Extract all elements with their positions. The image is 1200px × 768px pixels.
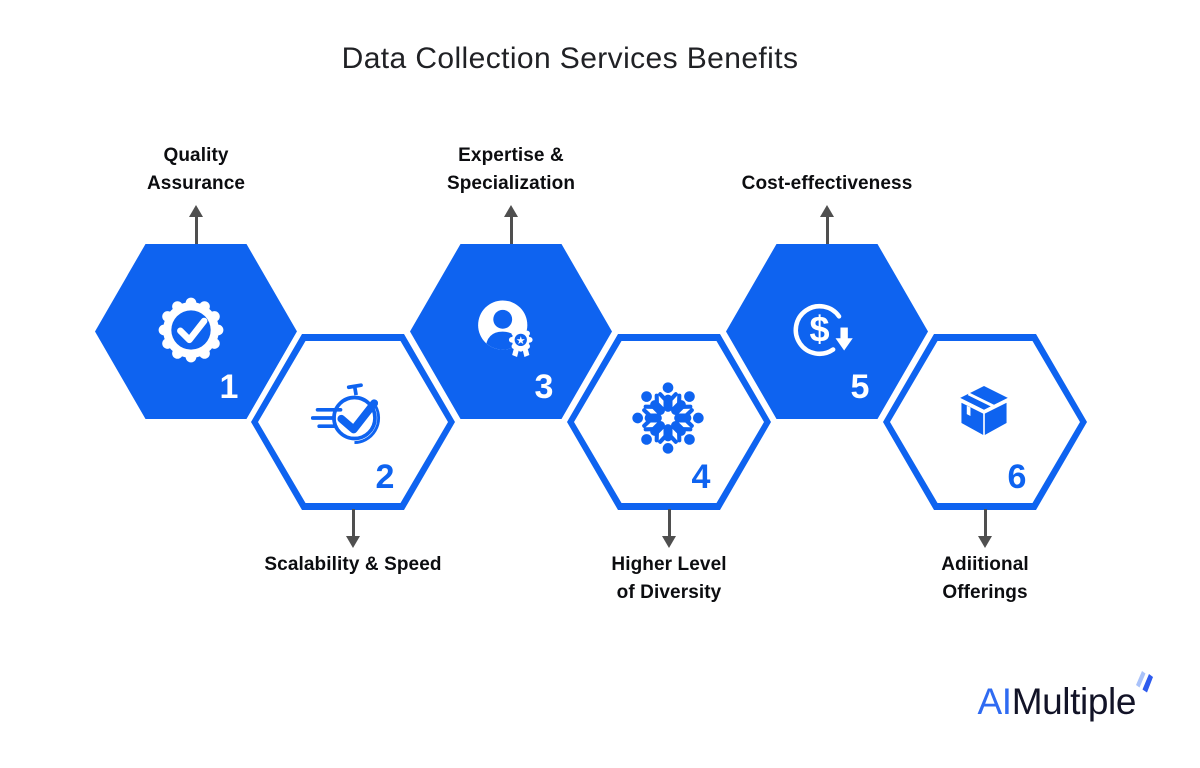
infographic-title: Data Collection Services Benefits xyxy=(341,42,799,75)
dollar-cycle-icon: $ xyxy=(781,289,863,371)
benefit-group-quality-assurance: Quality Assurance xyxy=(86,0,306,660)
logo-text-multiple: Multiple xyxy=(1011,681,1137,722)
benefit-label: Cost-effectiveness xyxy=(741,173,913,194)
quality-badge-icon xyxy=(150,289,232,371)
benefit-label: Adiitional Offerings xyxy=(941,554,1029,603)
aimultiple-logo: AIMultiple xyxy=(977,671,1153,723)
benefit-group-cost-effectiveness: Cost-effectiveness $ 5 xyxy=(717,0,937,660)
step-number: 5 xyxy=(850,368,870,406)
step-number: 1 xyxy=(219,368,239,406)
up-arrow-icon xyxy=(504,205,518,244)
step-number: 4 xyxy=(691,458,711,496)
benefit-label: Expertise & Specialization xyxy=(446,145,576,194)
benefit-group-expertise: Expertise & Specialization xyxy=(401,0,621,660)
benefit-group-additional-offerings: 6 Adiitional Offerings xyxy=(875,0,1095,660)
down-arrow-icon xyxy=(662,509,676,548)
up-arrow-icon xyxy=(189,205,203,244)
down-arrow-icon xyxy=(978,509,992,548)
package-box-icon xyxy=(943,377,1025,459)
stopwatch-speed-icon xyxy=(311,377,393,459)
benefit-label: Quality Assurance xyxy=(146,145,246,194)
up-arrow-icon xyxy=(820,205,834,244)
logo-text-ai: AI xyxy=(977,681,1013,722)
hexagon-outlined: 2 xyxy=(245,328,461,516)
hexagon-outlined: 4 xyxy=(561,328,777,516)
benefit-group-diversity: 4 Higher Level of Diversity xyxy=(559,0,779,660)
step-number: 3 xyxy=(534,368,554,406)
diversity-people-circle-icon xyxy=(627,377,709,459)
hexagon-filled: $ 5 xyxy=(726,244,928,419)
svg-text:★: ★ xyxy=(516,334,526,347)
logo-spark-icon xyxy=(1136,671,1153,693)
step-number: 2 xyxy=(375,458,395,496)
hexagon-inner xyxy=(574,341,764,503)
benefit-label: Higher Level of Diversity xyxy=(611,554,727,603)
svg-text:$: $ xyxy=(810,308,830,349)
hexagon-outlined: 6 xyxy=(877,328,1093,516)
expert-person-award-icon: ★ xyxy=(465,289,547,371)
benefit-group-scalability-speed: 2 Scalability & Speed xyxy=(243,0,463,660)
step-number: 6 xyxy=(1007,458,1027,496)
benefit-label: Scalability & Speed xyxy=(264,554,442,575)
down-arrow-icon xyxy=(346,509,360,548)
